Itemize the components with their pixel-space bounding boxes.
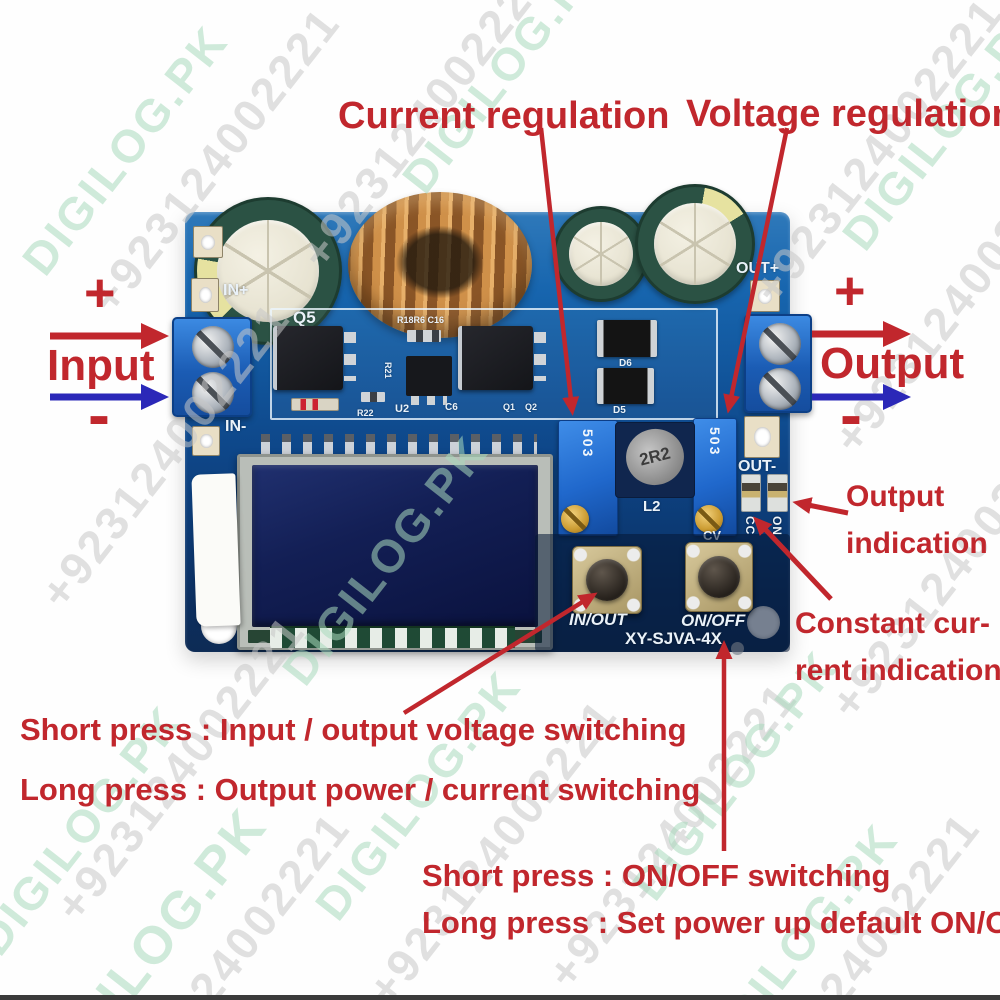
silkscreen-inout: IN/OUT <box>569 610 627 629</box>
lcd-backlight-tab <box>191 473 241 627</box>
capacitor-top <box>216 219 320 323</box>
input-terminal-block <box>172 317 252 417</box>
label-voltage-regulation: Voltage regulation <box>686 93 1000 135</box>
silkscreen-r22: R22 <box>357 408 374 418</box>
lcd-pads-bottom <box>270 626 515 648</box>
current-trimpot: 503 <box>558 420 618 536</box>
button-cap <box>586 559 628 601</box>
label-line: Long press : Output power / current swit… <box>20 772 701 807</box>
silkscreen-out-minus: OUT- <box>738 458 777 475</box>
label-line: indication <box>846 527 988 560</box>
silkscreen-out-plus: OUT+ <box>736 260 780 277</box>
inductor-marking: 2R2 <box>620 422 690 492</box>
silkscreen-c6: C6 <box>445 402 458 413</box>
button-cap <box>698 556 740 598</box>
output-indication-arrow <box>792 497 849 516</box>
silkscreen-r18-c16: R18R6 C16 <box>397 315 445 325</box>
inout-button <box>572 546 642 614</box>
output-plus-sign: + <box>834 261 866 321</box>
silkscreen-model: XY-SJVA-4X <box>625 629 723 648</box>
in-minus-pad <box>192 426 220 456</box>
label-line: rent indication <box>795 654 1000 687</box>
image-bottom-border <box>0 995 1000 1000</box>
sot223-regulator <box>406 356 452 405</box>
label-line: Constant cur- <box>795 607 990 640</box>
silkscreen-u2: U2 <box>395 403 410 415</box>
trimpot-screw <box>695 505 723 533</box>
label-line: Short press : ON/OFF switching <box>422 858 891 893</box>
silkscreen-onoff: ON/OFF <box>681 611 746 630</box>
toroid-inductor <box>348 192 532 338</box>
capacitor-top <box>568 221 634 287</box>
in-plus-pad <box>191 278 219 312</box>
silkscreen-q1: Q1 <box>503 402 516 412</box>
smd-parts <box>407 330 441 342</box>
onoff-button <box>685 542 753 612</box>
mosfet-q3 <box>458 326 546 390</box>
voltage-trimpot: 503 <box>693 418 737 536</box>
silkscreen-d5: D5 <box>613 405 626 416</box>
capacitor-top <box>653 202 737 286</box>
electrolytic-capacitor-mid <box>553 206 649 302</box>
electrolytic-capacitor-output <box>635 184 755 304</box>
mounting-pad <box>193 226 223 258</box>
lcd-display <box>237 454 553 650</box>
label-current-regulation: Current regulation <box>338 95 670 137</box>
watermark-brand: DIGILOG.PK <box>21 797 279 1000</box>
label-output: Output <box>820 339 965 388</box>
silkscreen-in-minus: IN- <box>225 418 247 435</box>
silkscreen-q5: Q5 <box>293 308 316 327</box>
terminal-screw <box>759 323 801 365</box>
silkscreen-r21: R21 <box>383 362 393 379</box>
out-plus-pad <box>750 280 780 312</box>
label-constant-current-indication: Constant cur- rent indication <box>795 600 1000 694</box>
out-minus-pad <box>744 416 780 458</box>
terminal-screw <box>759 368 801 410</box>
silkscreen-d6: D6 <box>619 358 632 369</box>
label-onoff-note: Short press : ON/OFF switching Long pres… <box>422 852 1000 946</box>
trimpot-code: 503 <box>580 429 596 459</box>
output-terminal-block <box>744 314 812 413</box>
diode-d5 <box>597 368 654 404</box>
lcd-pins-top <box>261 434 537 458</box>
cc-led <box>741 474 761 512</box>
label-output-indication: Output indication <box>846 473 988 567</box>
resistor <box>291 398 339 411</box>
input-plus-sign: + <box>84 263 116 323</box>
silkscreen-l2: L2 <box>643 498 661 515</box>
terminal-screw <box>192 372 234 414</box>
lcd-screen <box>252 465 538 627</box>
silkscreen-on: ON <box>770 516 784 536</box>
output-minus-sign: - <box>840 377 862 451</box>
terminal-screw <box>192 326 234 368</box>
mosfet-q5 <box>273 326 356 390</box>
on-led <box>767 474 788 512</box>
trimpot-screw <box>561 505 589 533</box>
input-minus-sign: - <box>88 377 110 451</box>
label-inout-note: Short press : Input / output voltage swi… <box>20 700 700 820</box>
label-line: Long press : Set power up default ON/OFF <box>422 905 1000 940</box>
label-line: Short press : Input / output voltage swi… <box>20 712 687 747</box>
smd-parts <box>361 392 385 402</box>
power-inductor-l2: 2R2 <box>615 422 695 498</box>
diode-d6 <box>597 320 657 357</box>
silkscreen-q2: Q2 <box>525 402 538 412</box>
silkscreen-in-plus: IN+ <box>223 282 249 299</box>
silkscreen-cc: CC <box>743 516 757 536</box>
label-line: Output <box>846 480 945 513</box>
trimpot-code: 503 <box>707 427 723 457</box>
watermark-phone: +923124002221 <box>89 802 361 1000</box>
pcb-module: IN+ IN- OUT+ OUT- Q5 R18R6 C16 R21 R22 U… <box>172 184 812 655</box>
label-input: Input <box>47 341 155 390</box>
